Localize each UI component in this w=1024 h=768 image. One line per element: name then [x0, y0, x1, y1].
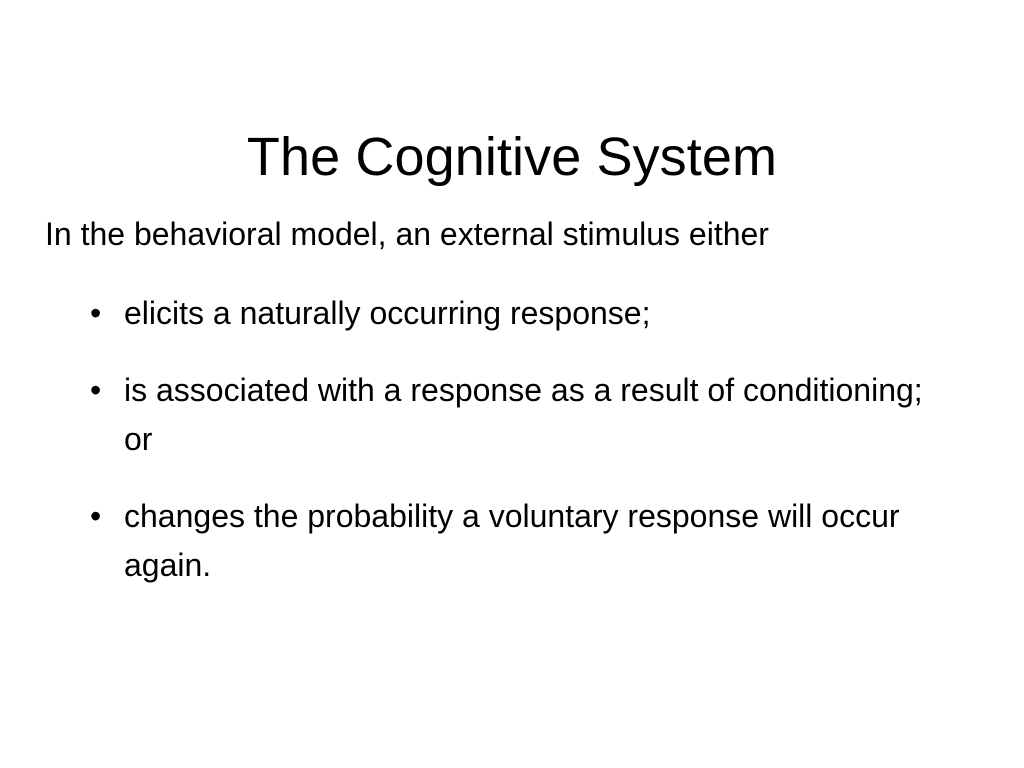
list-item: • is associated with a response as a res… — [45, 366, 954, 464]
intro-paragraph: In the behavioral model, an external sti… — [45, 216, 769, 252]
bullet-point-icon: • — [90, 498, 102, 534]
bullet-point-icon: • — [90, 372, 102, 408]
bullet-list: • elicits a naturally occurring response… — [45, 289, 985, 590]
list-item-text: elicits a naturally occurring response; — [124, 295, 651, 331]
list-item: • elicits a naturally occurring response… — [45, 289, 954, 338]
list-item-text: changes the probability a voluntary resp… — [124, 498, 900, 583]
list-item: • changes the probability a voluntary re… — [45, 492, 954, 590]
bullet-point-icon: • — [90, 295, 102, 331]
list-item-text: is associated with a response as a resul… — [124, 372, 923, 457]
slide-body: In the behavioral model, an external sti… — [45, 213, 985, 590]
slide-title: The Cognitive System — [246, 127, 778, 188]
